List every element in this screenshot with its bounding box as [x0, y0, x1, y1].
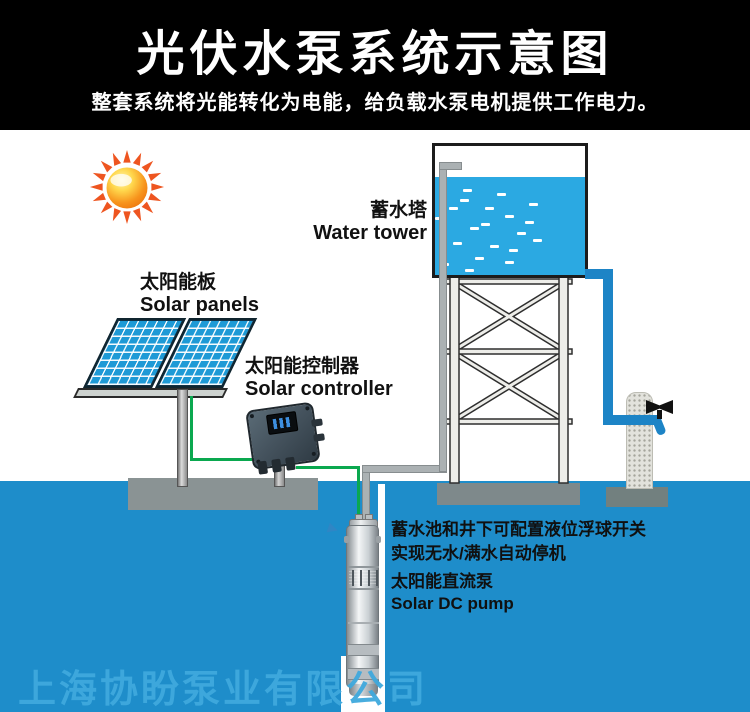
pv-wire-horizontal	[190, 458, 258, 461]
header-banner: 光伏水泵系统示意图 整套系统将光能转化为电能，给负载水泵电机提供工作电力。	[0, 0, 750, 130]
watermark-company-name: 上海协盼泵业有限公司	[18, 669, 429, 711]
faucet-spout	[652, 417, 667, 437]
outlet-pipe-bottom	[603, 415, 660, 425]
label-solar-panels-en: Solar panels	[140, 294, 259, 316]
note-float-switch: 蓄水池和井下可配置液位浮球开关 实现无水/满水自动停机	[391, 518, 646, 566]
label-solar-controller: 太阳能控制器 Solar controller	[245, 356, 393, 400]
label-solar-controller-en: Solar controller	[245, 378, 393, 400]
cable-gland	[285, 456, 296, 471]
label-solar-panels-zh: 太阳能板	[140, 272, 217, 293]
solar-controller-box	[245, 401, 325, 475]
tower-truss	[445, 276, 573, 484]
concrete-pad-faucet	[606, 487, 668, 507]
label-water-tower: 蓄水塔 Water tower	[313, 200, 427, 244]
outlet-pipe-down	[603, 269, 613, 425]
label-water-tower-en: Water tower	[313, 222, 427, 244]
outlet-pipe-top	[585, 269, 613, 279]
pump-seam	[348, 566, 379, 568]
pump-wire-horizontal	[296, 466, 360, 469]
well-gap	[378, 484, 385, 712]
cable-gland	[271, 458, 282, 473]
pump-foot	[349, 684, 378, 696]
label-water-tower-zh: 蓄水塔	[369, 200, 427, 221]
controller-display-bars	[272, 416, 292, 430]
panel-mount-pole	[177, 389, 188, 487]
riser-pipe-horizontal	[362, 465, 447, 473]
pv-wire-vertical	[190, 396, 193, 460]
cable-gland	[257, 460, 269, 475]
stone-pillar	[626, 392, 653, 489]
note-line-1: 蓄水池和井下可配置液位浮球开关	[391, 520, 646, 539]
label-solar-dc-pump-en: Solar DC pump	[391, 594, 514, 613]
sun-icon	[89, 149, 165, 225]
faucet-stem	[657, 410, 662, 419]
page-title: 光伏水泵系统示意图	[136, 28, 614, 81]
pump-body	[344, 525, 381, 696]
concrete-pad-left	[128, 478, 318, 510]
label-solar-controller-zh: 太阳能控制器	[245, 356, 360, 377]
note-line-2: 实现无水/满水自动停机	[391, 544, 566, 563]
pump-wire-vertical	[357, 466, 360, 522]
pump-band	[348, 644, 379, 656]
riser-pipe-spout	[439, 162, 462, 170]
cable-gland	[311, 418, 323, 427]
page-subtitle: 整套系统将光能转化为电能，给负载水泵电机提供工作电力。	[91, 92, 659, 114]
pump-band	[348, 668, 379, 680]
concrete-pad-tower	[437, 483, 580, 505]
pump-seam	[348, 622, 379, 624]
label-solar-panels: 太阳能板 Solar panels	[140, 272, 259, 316]
solar-panel-array	[73, 318, 258, 398]
pump-lug	[344, 536, 349, 543]
label-solar-dc-pump-zh: 太阳能直流泵	[391, 572, 493, 591]
panel-frame-rail	[73, 388, 228, 398]
faucet-handle-icon	[646, 400, 673, 414]
riser-pipe-vertical	[439, 162, 447, 472]
solar-dc-pump	[344, 514, 381, 696]
label-solar-dc-pump: 太阳能直流泵 Solar DC pump	[391, 571, 514, 615]
pump-lug	[376, 536, 381, 543]
cable-gland	[313, 433, 325, 442]
pump-intake-slots	[349, 570, 378, 586]
pump-seam	[348, 588, 379, 590]
tank-water	[435, 177, 585, 275]
controller-display	[265, 410, 299, 435]
